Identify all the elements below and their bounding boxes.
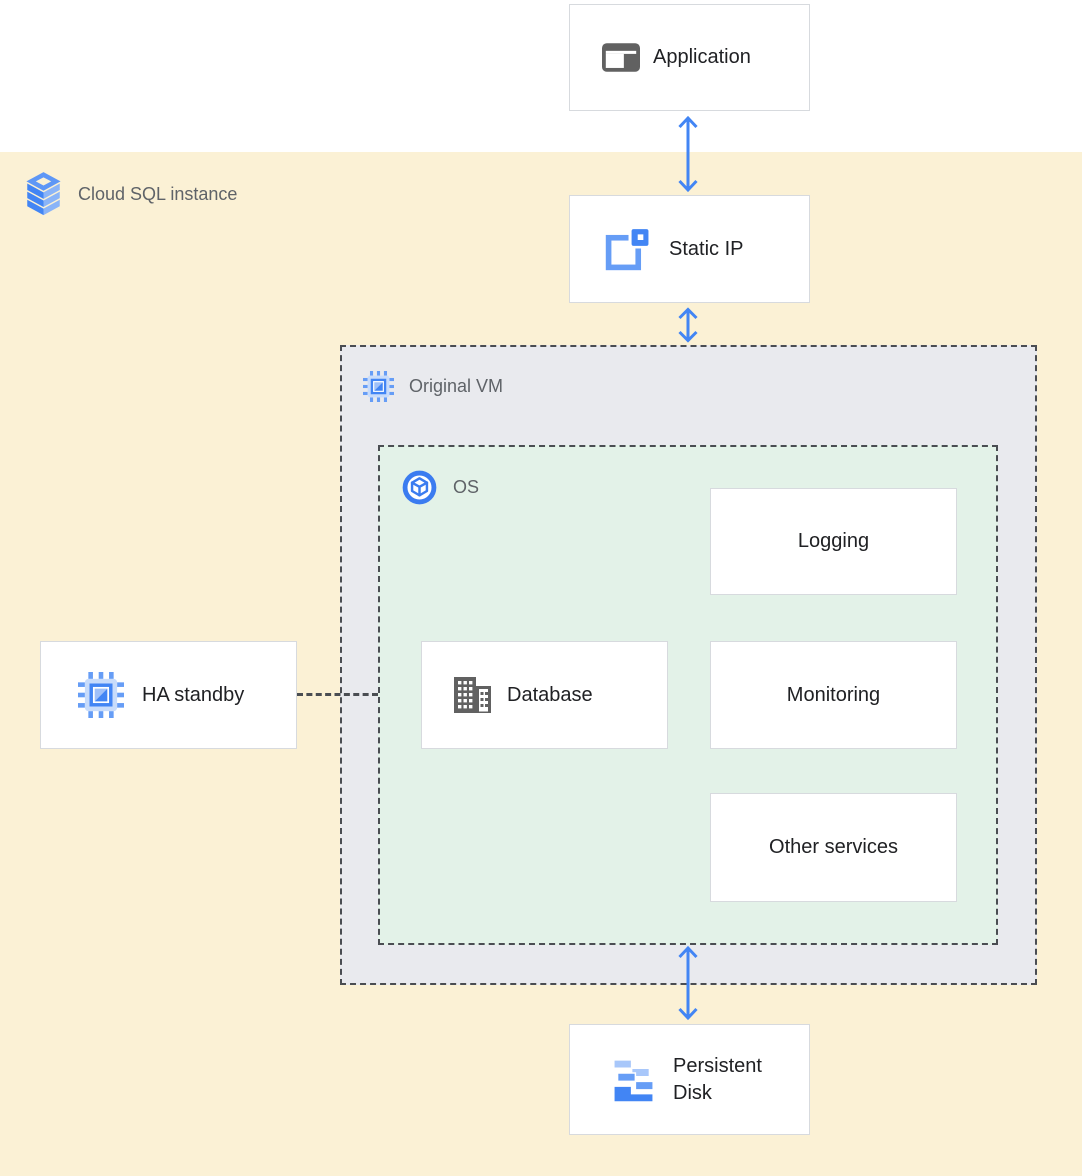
node-label: Persistent Disk — [673, 1054, 762, 1104]
os-icon — [402, 470, 437, 505]
region-label-text: OS — [453, 477, 480, 497]
node-persistent-disk: Persistent Disk — [569, 1024, 810, 1135]
node-logging: Logging — [710, 488, 957, 595]
connector-ha-standby-vm — [297, 693, 378, 696]
region-label-text: Original VM — [409, 376, 504, 396]
node-application: Application — [569, 4, 810, 111]
arrow-application-staticip — [678, 115, 698, 193]
node-label: Logging — [797, 530, 870, 552]
application-window-icon — [602, 43, 640, 72]
cloud-sql-icon — [26, 172, 61, 216]
node-label: Other services — [769, 836, 898, 858]
cloud-sql-instance-label: Cloud SQL instance — [24, 172, 237, 216]
os-label: OS — [402, 470, 479, 505]
node-other-services: Other services — [710, 793, 957, 902]
node-label: Database — [507, 683, 593, 706]
compute-engine-icon — [363, 371, 394, 402]
node-label: Application — [653, 46, 751, 68]
node-database: Database — [421, 641, 668, 749]
node-label: Static IP — [669, 237, 744, 260]
arrow-vm-persistentdisk — [678, 945, 698, 1021]
compute-engine-icon — [78, 672, 124, 718]
node-label: HA standby — [142, 683, 245, 706]
persistent-disk-icon — [613, 1059, 654, 1102]
cloud-sql-instance-text: Cloud SQL instance — [78, 183, 238, 204]
node-ha-standby: HA standby — [40, 641, 297, 749]
arrow-staticip-vm — [678, 307, 698, 343]
original-vm-label: Original VM — [363, 371, 503, 402]
database-building-icon — [454, 677, 491, 713]
static-ip-icon — [605, 225, 651, 270]
node-monitoring: Monitoring — [710, 641, 957, 749]
node-static-ip: Static IP — [569, 195, 810, 303]
node-label: Monitoring — [786, 683, 881, 706]
